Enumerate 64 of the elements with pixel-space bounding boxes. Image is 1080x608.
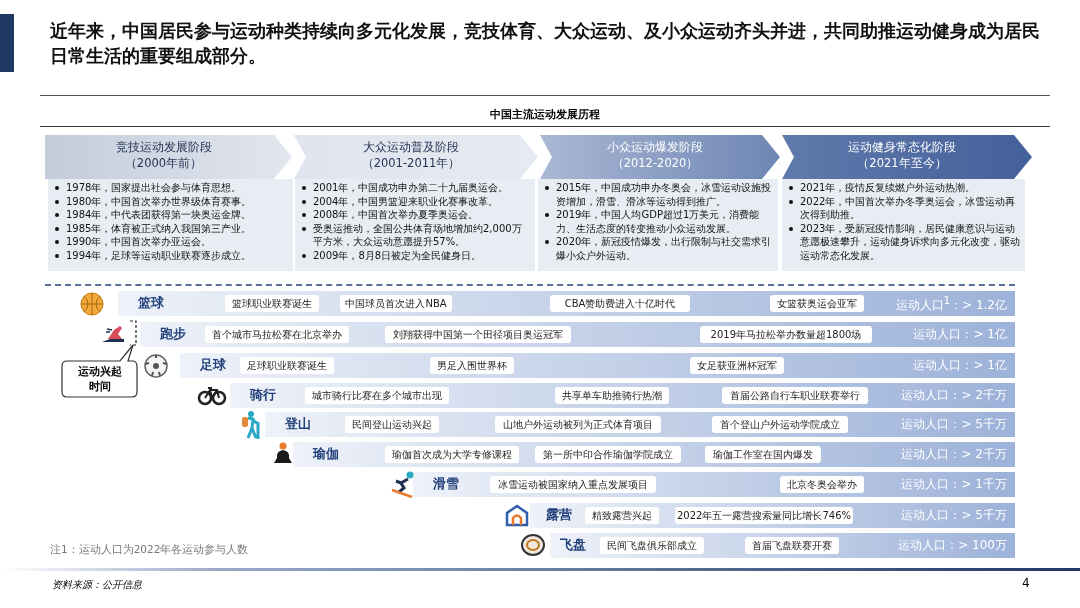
- bullet-text: 2008年，中国首次举办夏季奥运会。: [313, 209, 479, 220]
- milestone-box: 女足获亚洲杯冠军: [690, 357, 784, 374]
- bullet-text: 1984年，中代表团获得第一块奥运金牌。: [66, 209, 252, 220]
- bullet-text: 2019年，中国人均GDP超过1万美元，消费能力、生活态度的转变推动小众运动发展。: [556, 209, 760, 234]
- sport-band: 骑行 城市骑行比赛在多个城市出现 共享单车助推骑行热潮 首届公路自行车职业联赛举行 运动人口：> 2千万: [230, 383, 1015, 408]
- stage-banner: 大众运动普及阶段 （2001-2011年）: [294, 135, 538, 179]
- bullet-text: 2015年，中国成功申办冬奥会，冰雪运动设施投资增加，滑雪、滑冰等运动得到推广。: [556, 182, 772, 207]
- bullet-text: 1985年，体育被正式纳入我国第三产业。: [66, 222, 252, 234]
- stage-text-panel: [538, 179, 778, 271]
- bullet-text: 2004年，中国男篮迎来职业化赛事改革。: [313, 195, 499, 207]
- bullet-text: 2009年，8月8日被定为全民健身日。: [313, 249, 482, 261]
- chart-subtitle: 中国主流运动发展历程: [489, 108, 601, 122]
- milestone-box: 2022年五一露营搜索量同比增长746%: [675, 507, 853, 524]
- milestone-box: 北京冬奥会举办: [780, 476, 864, 493]
- footnote: 注1：运动人口为2022年各运动参与人数: [50, 543, 249, 557]
- milestone-box: 民间登山运动兴起: [345, 416, 439, 433]
- milestone-box: 瑜伽首次成为大学专修课程: [385, 446, 519, 463]
- milestone-box: 共享单车助推骑行热潮: [555, 387, 669, 404]
- sport-band: 跑步 首个城市马拉松赛在北京举办 刘翔获得中国第一个田径项目奥运冠军 2019年马拉松举办数量超1800场 运动人口：> 1亿: [140, 322, 1015, 347]
- milestone-box: 瑜伽工作室在国内爆发: [705, 446, 821, 463]
- sport-band: 篮球 篮球职业联赛诞生 中国球员首次进入NBA CBA赞助费进入十亿时代 女篮获奥运会亚军 运动人口$^{1}$：> 1.2亿: [118, 291, 1015, 316]
- sport-band: 足球 足球职业联赛诞生 男足入围世界杯 女足获亚洲杯冠军 运动人口：> 1亿: [180, 353, 1015, 378]
- milestone-box: 首届飞盘联赛开赛: [745, 537, 839, 554]
- milestone-box: 首个登山户外运动学院成立: [712, 416, 848, 433]
- bullet-text: 2001年，中国成功申办第二十九届奥运会。: [313, 182, 509, 193]
- page-number: 4: [1022, 576, 1030, 590]
- bullet-text: 2022年，中国首次举办冬季奥运会，冰雪运动再次得到助推。: [800, 195, 1016, 220]
- milestone-box: 刘翔获得中国第一个田径项目奥运冠军: [385, 326, 571, 343]
- milestone-box: 首届公路自行车职业联赛举行: [722, 387, 868, 404]
- sport-band: 飞盘 民间飞盘俱乐部成立 首届飞盘联赛开赛 运动人口：> 100万: [550, 533, 1015, 558]
- milestone-box: 中国球员首次进入NBA: [340, 295, 452, 312]
- bullet-text: 1980年，中国首次举办世界级体育赛事。: [66, 195, 252, 207]
- milestone-box: 民间飞盘俱乐部成立: [600, 537, 704, 554]
- stage-text-panel: [48, 179, 293, 271]
- sport-band: 露营 精致露营兴起 2022年五一露营搜索量同比增长746% 运动人口：> 5千万: [530, 503, 1015, 528]
- milestone-box: 足球职业联赛诞生: [240, 357, 334, 374]
- bullet-text: 2023年，受新冠疫情影响，居民健康意识与运动意愿极速攀升，运动健身诉求向多元化改变，驱动运动常态化发展。: [800, 222, 1020, 261]
- milestone-box: 城市骑行比赛在多个城市出现: [305, 387, 449, 404]
- bullet-text: 1978年，国家提出社会参与体育思想。: [66, 182, 242, 193]
- milestone-box: 篮球职业联赛诞生: [225, 295, 319, 312]
- stage-banner: 运动健身常态化阶段 （2021年至今）: [782, 135, 1032, 179]
- milestone-box: 首个城市马拉松赛在北京举办: [205, 326, 349, 343]
- bullet-text: 1990年，中国首次举办亚运会。: [66, 236, 212, 247]
- milestone-box: 精致露营兴起: [585, 507, 659, 524]
- page-title: 近年来，中国居民参与运动种类持续向多元化发展，竞技体育、大众运动、及小众运动齐头并进，共同助推运动健身成为居民日常生活的重要组成部分。: [50, 19, 1040, 68]
- source-note: 资料来源：公开信息: [52, 578, 142, 592]
- bullet-text: 2021年，疫情反复续燃户外运动热潮。: [800, 182, 976, 193]
- stage-banner: 小众运动爆发阶段 （2012-2020）: [540, 135, 780, 179]
- bullet-text: 1994年，足球等运动职业联赛逐步成立。: [66, 249, 252, 261]
- stage-text-panel: [782, 179, 1025, 271]
- sport-band: 登山 民间登山运动兴起 山地户外运动被列为正式体育项目 首个登山户外运动学院成立 运动人口：> 5千万: [265, 412, 1015, 437]
- milestone-box: CBA赞助费进入十亿时代: [550, 295, 690, 312]
- stage-banner: 竞技运动发展阶段 （2000年前）: [45, 135, 292, 179]
- stage-text-panel: [295, 179, 535, 271]
- bullet-text: 2020年，新冠疫情爆发，出行限制与社交需求引爆小众户外运动。: [556, 236, 772, 261]
- milestone-box: 女篮获奥运会亚军: [770, 295, 864, 312]
- sport-band: 瑜伽 瑜伽首次成为大学专修课程 第一所中印合作瑜伽学院成立 瑜伽工作室在国内爆发 运动人口：> 2千万: [293, 442, 1015, 467]
- milestone-box: 第一所中印合作瑜伽学院成立: [535, 446, 681, 463]
- milestone-box: 2019年马拉松举办数量超1800场: [700, 326, 872, 343]
- bullet-text: 受奥运推动，全国公共体育场地增加约2,000万平方米，大众运动意愿提升57%。: [313, 222, 522, 247]
- milestone-box: 男足入围世界杯: [430, 357, 514, 374]
- sport-band: 滑雪 冰雪运动被国家纳入重点发展项目 北京冬奥会举办 运动人口：> 1千万: [413, 472, 1015, 497]
- milestone-box: 山地户外运动被列为正式体育项目: [495, 416, 661, 433]
- milestone-box: 冰雪运动被国家纳入重点发展项目: [490, 476, 656, 493]
